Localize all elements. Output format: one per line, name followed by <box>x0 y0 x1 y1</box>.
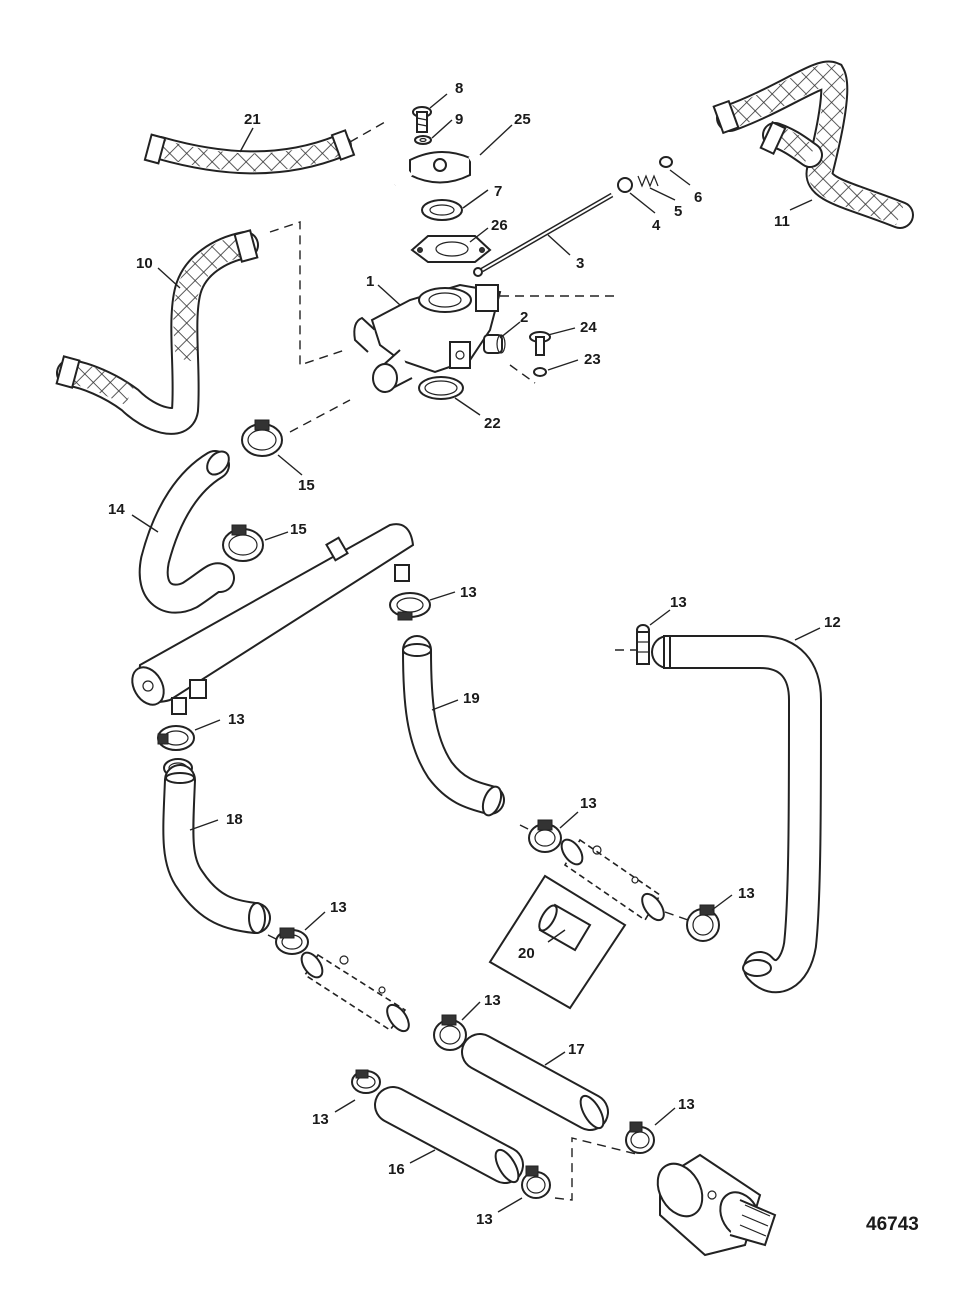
label-8: 8 <box>455 80 463 97</box>
dashed-guide <box>269 221 346 366</box>
label-1: 1 <box>366 273 374 290</box>
label-24: 24 <box>580 319 597 336</box>
rod-3 <box>473 192 614 277</box>
dashed-guide <box>289 399 351 433</box>
sea-water-pump <box>656 1153 777 1257</box>
ball-4 <box>617 177 633 193</box>
coupler-right <box>560 838 665 922</box>
hose-16 <box>374 1086 524 1184</box>
label-23: 23 <box>584 351 601 368</box>
washer-9 <box>414 135 432 145</box>
label-13d: 13 <box>580 795 597 812</box>
label-13j: 13 <box>476 1211 493 1228</box>
hose-clamp-13e <box>275 927 309 955</box>
gasket-7 <box>421 199 463 221</box>
washer-23 <box>533 367 547 377</box>
label-21: 21 <box>244 111 261 128</box>
thermostat-housing-1 <box>353 283 502 394</box>
label-19: 19 <box>463 690 480 707</box>
hose-clamp-15-lower <box>222 524 264 562</box>
dashed-guide <box>519 824 531 831</box>
hose-14 <box>138 450 235 614</box>
label-10: 10 <box>136 255 153 272</box>
hose-18 <box>162 764 271 934</box>
label-14: 14 <box>108 501 125 518</box>
fitting-2 <box>483 334 506 354</box>
screw-24 <box>529 331 551 356</box>
label-22: 22 <box>484 415 501 432</box>
leader-lines <box>131 93 821 1213</box>
label-4: 4 <box>652 217 661 234</box>
dashed-guide <box>349 121 386 143</box>
hose-clamp-13h <box>521 1165 551 1199</box>
spring-5 <box>637 174 659 188</box>
hose-clamp-13a <box>389 592 431 621</box>
coupler-left <box>300 951 410 1033</box>
label-13h: 13 <box>678 1096 695 1113</box>
label-17: 17 <box>568 1041 585 1058</box>
label-13a: 13 <box>460 584 477 601</box>
hose-17 <box>461 1033 609 1131</box>
label-13b: 13 <box>670 594 687 611</box>
hose-clamp-15-upper <box>241 419 283 457</box>
coupler-box-20 <box>488 874 627 1010</box>
hose-clamp-13b <box>157 725 195 751</box>
hose-12 <box>651 635 823 994</box>
o-ring-22 <box>418 376 464 400</box>
label-15a: 15 <box>298 477 315 494</box>
label-3: 3 <box>576 255 584 272</box>
hose-clamp-13d <box>686 904 720 942</box>
label-13f: 13 <box>330 899 347 916</box>
label-7: 7 <box>494 183 502 200</box>
label-13e: 13 <box>738 885 755 902</box>
dashed-guide <box>509 364 536 384</box>
hose-10 <box>55 229 259 435</box>
label-25: 25 <box>514 111 531 128</box>
part-labels: 8 9 25 21 7 6 5 4 11 26 3 10 1 2 24 23 2… <box>108 80 919 1235</box>
dashed-guide <box>554 1137 641 1201</box>
label-13g: 13 <box>484 992 501 1009</box>
hose-19 <box>402 635 505 817</box>
hose-clamp-13f <box>433 1014 467 1051</box>
label-26: 26 <box>491 217 508 234</box>
hose-11 <box>712 60 914 229</box>
label-18: 18 <box>226 811 243 828</box>
housing-cover-25 <box>392 145 492 189</box>
label-11: 11 <box>774 213 790 230</box>
dashed-guide <box>267 934 279 941</box>
label-13i: 13 <box>312 1111 329 1128</box>
label-6: 6 <box>694 189 702 206</box>
diagram-id: 46743 <box>866 1214 919 1235</box>
screw-8 <box>412 106 432 133</box>
label-12: 12 <box>824 614 841 631</box>
water-distribution-pipe <box>131 523 415 715</box>
label-2: 2 <box>520 309 528 326</box>
label-15b: 15 <box>290 521 307 538</box>
hose-21 <box>143 129 356 175</box>
gasket-26 <box>410 235 492 263</box>
hose-clamp-13i <box>625 1121 655 1154</box>
hose-clamp-13g <box>351 1069 381 1094</box>
label-13c: 13 <box>228 711 245 728</box>
label-5: 5 <box>674 203 682 220</box>
label-16: 16 <box>388 1161 405 1178</box>
label-9: 9 <box>455 111 463 128</box>
fitting-13-small <box>636 624 650 665</box>
dashed-guide <box>664 911 689 921</box>
fitting-6 <box>659 156 673 168</box>
label-20: 20 <box>518 945 535 962</box>
hose-clamp-13c <box>528 819 562 853</box>
